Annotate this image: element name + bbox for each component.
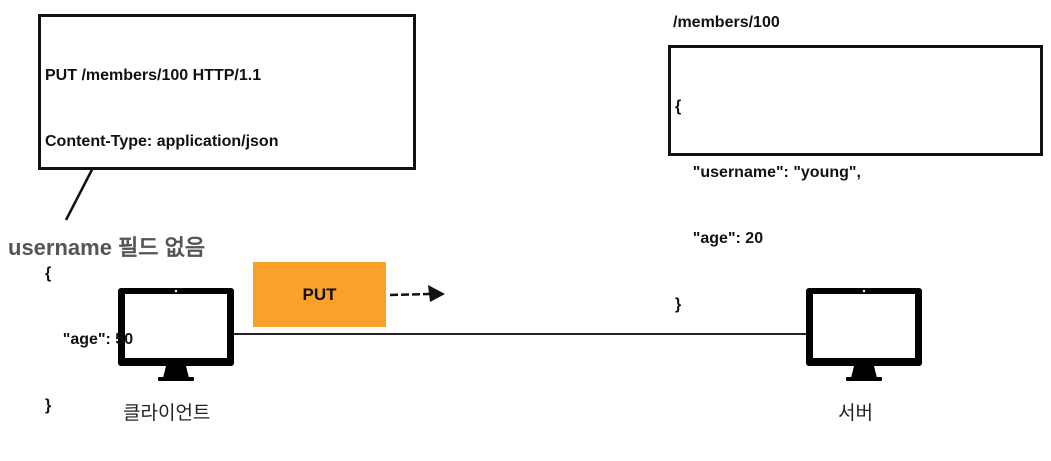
resource-body-line: { xyxy=(675,98,682,115)
request-lines: PUT /members/100 HTTP/1.1 Content-Type: … xyxy=(45,21,278,461)
resource-lines: { "username": "young", "age": 20 } xyxy=(675,52,861,360)
request-line: PUT /members/100 HTTP/1.1 xyxy=(45,67,262,84)
resource-state-box: { "username": "young", "age": 20 } xyxy=(668,45,1043,313)
client-label: 클라이언트 xyxy=(123,402,211,424)
put-method-label: PUT xyxy=(302,284,337,304)
request-header-line: Content-Type: application/json xyxy=(45,133,279,150)
resource-path: /members/100 xyxy=(673,14,780,31)
request-body-line: } xyxy=(45,397,52,414)
resource-body-line: } xyxy=(675,296,682,313)
request-blank-line xyxy=(45,197,278,219)
request-body-line: { xyxy=(45,265,52,282)
diagram-graphics xyxy=(64,150,922,381)
request-body-line: "age": 50 xyxy=(45,331,134,348)
resource-body-line: "username": "young", xyxy=(675,164,861,181)
missing-field-note: username 필드 없음 xyxy=(8,235,206,260)
client-monitor-icon xyxy=(118,288,234,381)
request-message-box: PUT /members/100 HTTP/1.1 Content-Type: … xyxy=(38,14,416,414)
put-arrow xyxy=(389,285,445,302)
server-monitor-icon xyxy=(806,288,922,381)
put-method-box: PUT xyxy=(253,262,386,327)
resource-body-line: "age": 20 xyxy=(675,230,764,247)
server-label: 서버 xyxy=(838,402,873,424)
